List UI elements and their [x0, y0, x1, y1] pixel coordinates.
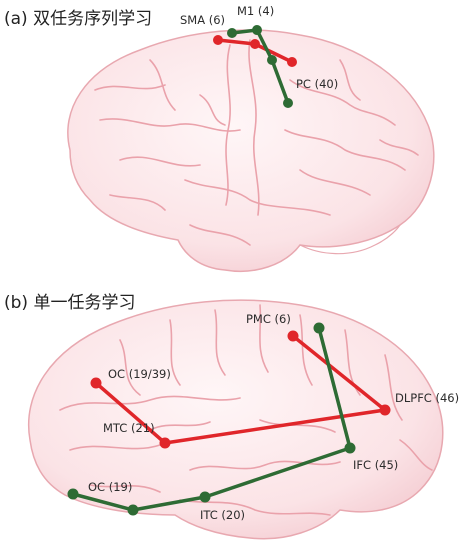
edge-oc-mtc: [94, 381, 167, 445]
node-mid-bottom: [127, 504, 139, 516]
brain-bottom-outline: [28, 299, 444, 540]
node-mid-green: [267, 55, 277, 65]
brain-top-sulci: [94, 39, 419, 246]
node-oc-top: [90, 377, 102, 389]
node-pc-green: [283, 98, 293, 108]
label-mtc: MTC (21): [103, 421, 155, 435]
label-oc-top: OC (19/39): [108, 367, 171, 381]
label-pmc: PMC (6): [246, 312, 291, 326]
label-ifc: IFC (45): [353, 458, 398, 472]
node-dlpfc: [379, 404, 391, 416]
node-green-top: [313, 322, 325, 334]
panel-a-title: (a) 双任务序列学习: [4, 9, 153, 29]
node-sma-green: [227, 28, 237, 38]
label-sma: SMA (6): [180, 13, 225, 27]
brain-bottom: [28, 299, 444, 540]
brain-bottom-sulci: [59, 304, 433, 516]
node-m1-red: [250, 39, 260, 49]
node-m1-green: [252, 25, 262, 35]
label-dlpfc: DLPFC (46): [395, 391, 459, 405]
brain-top-outline: [67, 29, 435, 272]
node-pc-red: [287, 57, 297, 67]
label-pc: PC (40): [296, 77, 338, 91]
panel-a-green-path: [230, 28, 290, 105]
node-oc-bottom: [67, 488, 79, 500]
node-pmc: [287, 330, 299, 342]
node-sma-red: [213, 35, 223, 45]
label-itc: ITC (20): [200, 508, 245, 522]
edge-mtc-dlpfc: [163, 408, 387, 445]
panel-b-title: (b) 单一任务学习: [4, 293, 136, 313]
brain-top-cerebellum: [299, 224, 401, 255]
node-ifc: [344, 442, 356, 454]
brain-top: [67, 29, 435, 272]
panel-b-network: PMC (6) OC (19/39) DLPFC (46) MTC (21) I…: [67, 312, 459, 522]
node-mtc: [159, 437, 171, 449]
node-itc: [199, 491, 211, 503]
label-m1: M1 (4): [237, 4, 274, 18]
edge-pmc-dlpfc: [291, 334, 387, 412]
panel-a-network: SMA (6) M1 (4) PC (40): [180, 4, 338, 108]
label-oc-bottom: OC (19): [88, 480, 132, 494]
